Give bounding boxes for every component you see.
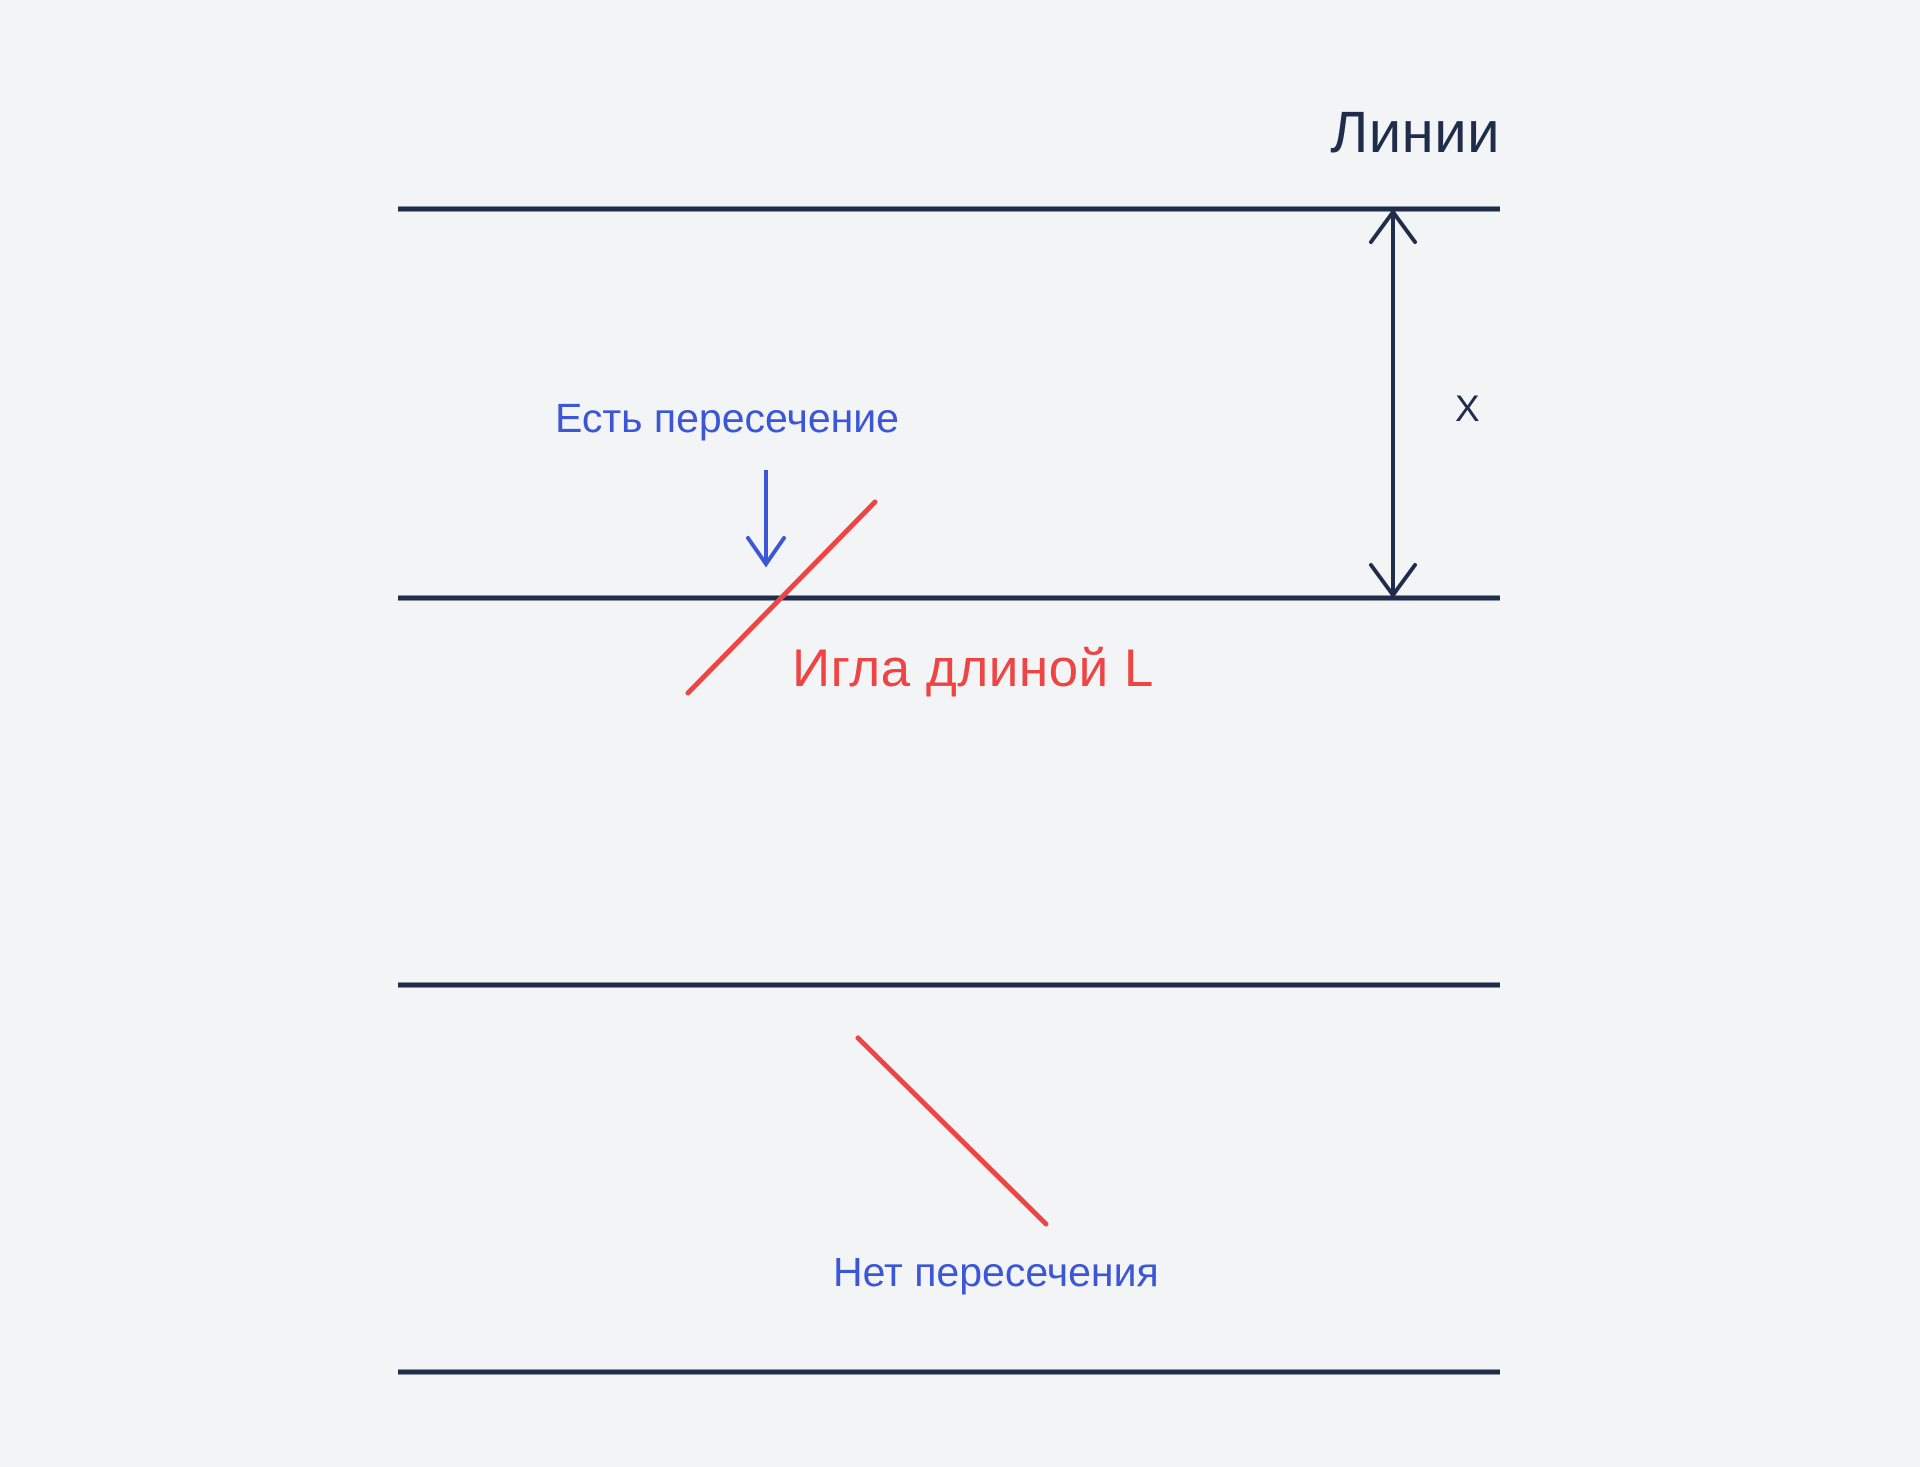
double-headed-vertical-arrow-icon <box>1369 208 1417 599</box>
needles-group <box>685 499 1049 1227</box>
dimension-arrow-head-bottom <box>1369 563 1417 599</box>
needle-crossing <box>685 499 878 696</box>
arrow-down-icon <box>746 470 786 568</box>
needle-not-crossing <box>855 1035 1049 1227</box>
dimension-arrow-head-top <box>1369 208 1417 244</box>
label-line-spacing: X <box>1455 388 1480 429</box>
label-needle-length: Игла длиной L <box>792 639 1154 698</box>
label-intersection-yes: Есть пересечение <box>555 395 899 441</box>
parallel-lines-group <box>398 206 1500 1375</box>
pointer-arrow-head <box>746 536 786 568</box>
label-intersection-no: Нет пересечения <box>833 1249 1159 1295</box>
page-title: Линии <box>1330 100 1500 165</box>
